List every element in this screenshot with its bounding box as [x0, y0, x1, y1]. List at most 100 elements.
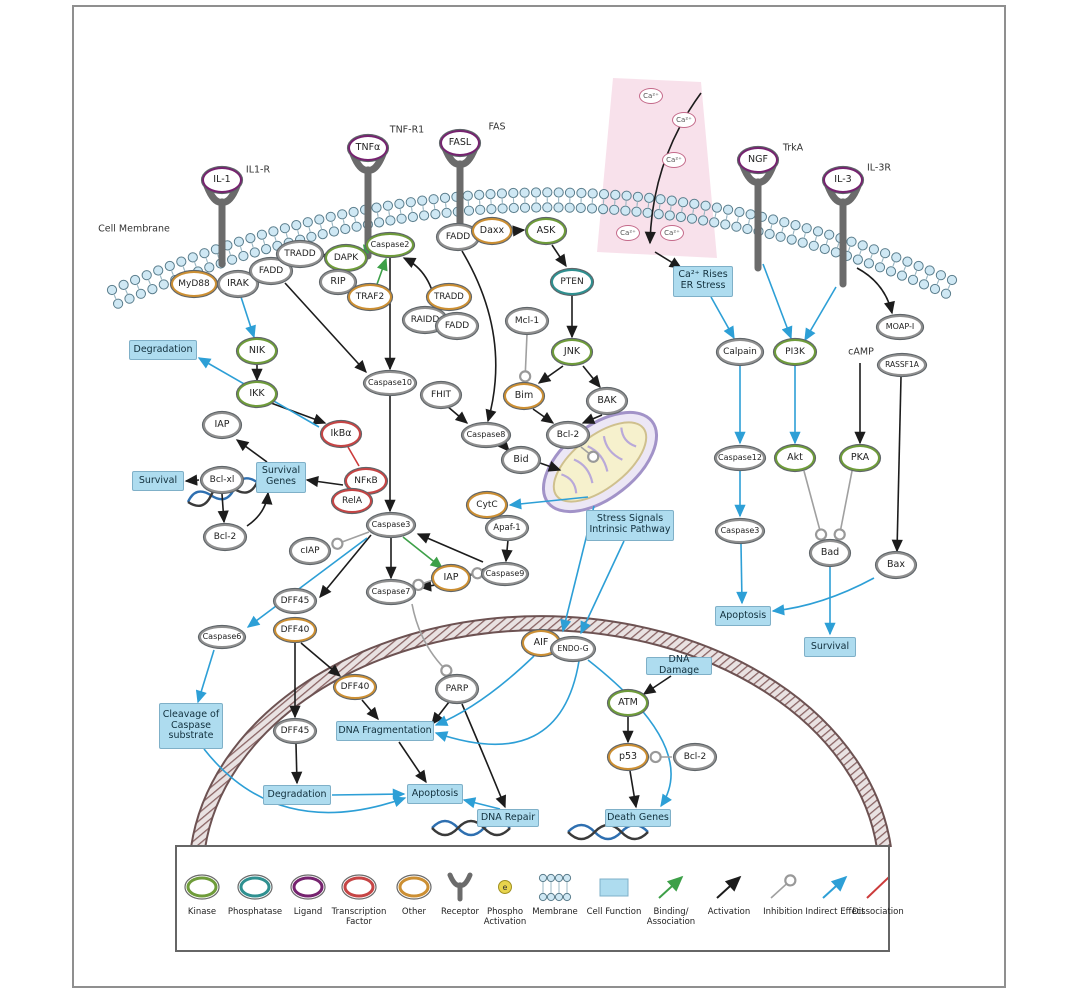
node-p53: p53 — [608, 744, 648, 770]
edge-black-15 — [501, 539, 513, 563]
node-dff45: DFF45 — [274, 589, 316, 613]
edge-blue-57 — [462, 797, 501, 810]
cell-function-stress-signals-intrinsic-pathway: Stress Signals Intrinsic Pathway — [586, 509, 674, 541]
edge-black-17 — [416, 533, 484, 563]
edge-black-27 — [642, 675, 672, 695]
node-nik: NIK — [237, 338, 277, 364]
edge-black-6 — [512, 225, 526, 237]
mitochondria — [541, 410, 659, 514]
cell-function-dna-fragmentation: DNA Fragmentation — [336, 721, 434, 741]
legend-shape-binding-association — [658, 875, 684, 899]
legend-shape-receptor — [447, 872, 473, 902]
cell-function-degradation: Degradation — [263, 785, 331, 805]
node-daxx: Daxx — [472, 218, 512, 244]
legend-shape-other — [396, 874, 432, 900]
edge-black-38 — [184, 474, 200, 486]
node-bim: Bim — [504, 383, 544, 409]
node-tnf: TNFα — [348, 135, 388, 161]
edge-black-12 — [581, 413, 603, 424]
edge-blue-54 — [246, 537, 368, 628]
node-dff40: DFF40 — [334, 675, 376, 699]
node-tradd: TRADD — [427, 284, 471, 310]
edge-blue-63 — [804, 286, 837, 342]
edge-black-36 — [305, 475, 344, 488]
legend-shape-kinase — [184, 874, 220, 900]
edge-blue-58 — [710, 296, 735, 340]
edge-gray-77 — [580, 446, 600, 463]
legend-label-ligand: Ligand — [293, 907, 323, 917]
node-caspase3: Caspase3 — [367, 513, 415, 537]
legend-label-other: Other — [401, 907, 427, 917]
legend-shape-indirect-effect — [822, 875, 848, 899]
node-bid: Bid — [502, 447, 540, 473]
edge-black-22 — [291, 743, 303, 785]
calcium-ion: Ca²⁺ — [660, 225, 684, 241]
edge-black-3 — [284, 282, 367, 374]
receptor — [824, 182, 862, 288]
legend-label-phosphatase: Phosphatase — [227, 907, 283, 917]
node-pten: PTEN — [551, 269, 593, 295]
edge-black-42 — [270, 402, 327, 425]
node-ikk: IKK — [237, 381, 277, 407]
node-atm: ATM — [608, 690, 648, 716]
legend-label-phospho-activation: Phospho Activation — [483, 907, 527, 928]
node-fasl: FASL — [440, 130, 480, 156]
node-dff45: DFF45 — [274, 719, 316, 743]
legend-shape-cell-function — [599, 878, 629, 897]
edge-red-68 — [347, 446, 360, 467]
node-endo-g: ENDO-G — [551, 637, 595, 661]
cell-function-cleavage-of-caspase-substrate: Cleavage of Caspase substrate — [159, 703, 223, 749]
node-il-1: IL-1 — [202, 167, 242, 193]
edge-gray-75 — [803, 470, 828, 541]
edge-black-34 — [654, 251, 683, 269]
node-parp: PARP — [436, 675, 478, 703]
node-bcl-xl: Bcl-xl — [201, 467, 243, 493]
node-jnk: JNK — [552, 339, 592, 365]
edge-black-39 — [246, 491, 273, 527]
node-bcl-2: Bcl-2 — [674, 744, 716, 770]
cell-function-ca-rises-er-stress: Ca²⁺ Rises ER Stress — [673, 265, 733, 297]
cell-function-survival: Survival — [804, 637, 856, 657]
edge-blue-55 — [203, 748, 407, 814]
calcium-ion: Ca²⁺ — [662, 152, 686, 168]
edge-blue-65 — [771, 577, 875, 616]
edge-black-29 — [628, 770, 640, 809]
node-caspase6: Caspase6 — [199, 626, 245, 648]
legend-shape-dissociation — [866, 876, 888, 899]
node-caspase8: Caspase8 — [462, 423, 510, 447]
edge-black-10 — [582, 365, 601, 389]
legend-label-cell-function: Cell Function — [586, 907, 642, 917]
cell-function-dna-repair: DNA Repair — [477, 809, 539, 827]
receptor — [739, 162, 777, 272]
legend-shape-phospho-activation: e — [498, 880, 512, 894]
edge-black-14 — [539, 461, 562, 472]
label-camp: cAMP — [848, 346, 874, 358]
edge-black-31 — [856, 267, 895, 315]
node-apaf-1: Apaf-1 — [486, 516, 528, 540]
node-caspase12: Caspase12 — [715, 446, 765, 470]
label-tnf-r1: TNF-R1 — [389, 124, 425, 136]
node-ikb: IkBα — [321, 421, 361, 447]
legend-label-inhibition: Inhibition — [763, 907, 803, 917]
edge-blue-67 — [580, 540, 625, 635]
legend-shape-transcription-factor — [341, 874, 377, 900]
node-bak: BAK — [587, 388, 627, 414]
cell-function-death-genes: Death Genes — [605, 809, 671, 827]
node-caspase10: Caspase10 — [364, 371, 416, 395]
cell-function-apoptosis: Apoptosis — [407, 784, 463, 804]
svg-text:e: e — [503, 883, 508, 892]
node-iap: IAP — [203, 412, 241, 438]
node-pka: PKA — [840, 445, 880, 471]
edge-black-19 — [319, 534, 372, 599]
node-fhit: FHIT — [421, 382, 461, 408]
label-il1-r: IL1-R — [245, 164, 271, 176]
edge-black-9 — [537, 365, 564, 384]
node-rassf1a: RASSF1A — [878, 354, 926, 376]
node-rela: RelA — [332, 489, 372, 513]
edge-black-32 — [891, 376, 903, 553]
node-caspase9: Caspase9 — [482, 563, 528, 585]
calcium-ion: Ca²⁺ — [616, 225, 640, 241]
node-moap-i: MOAP-I — [877, 315, 923, 339]
node-tradd: TRADD — [277, 241, 323, 267]
